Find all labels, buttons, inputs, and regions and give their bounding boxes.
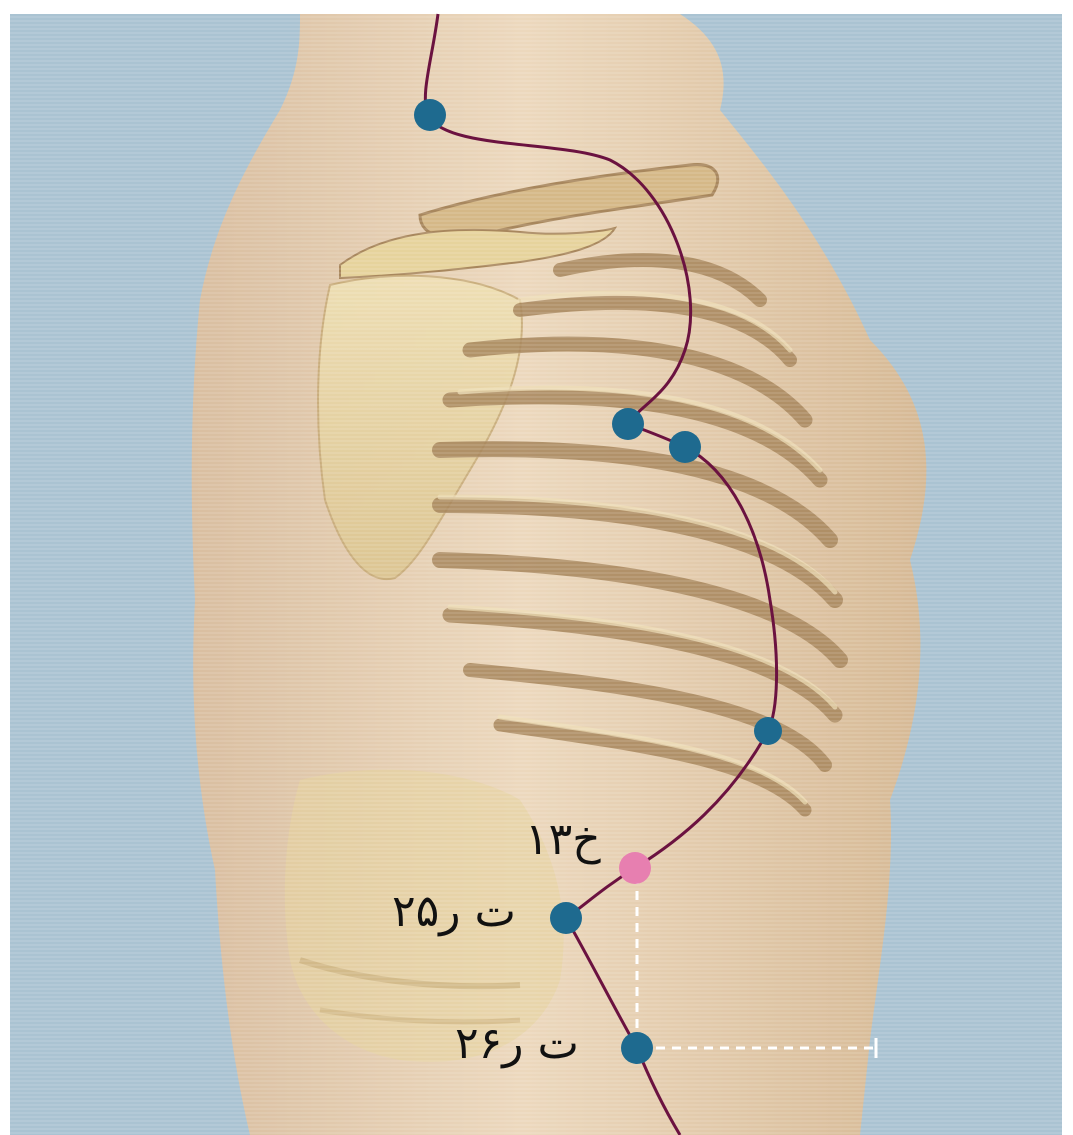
acupoint [414, 99, 446, 131]
label-point-pink: خ۱۳ [525, 818, 601, 862]
acupoint-t26 [621, 1032, 653, 1064]
acupoint [754, 717, 782, 745]
acupoint [669, 431, 701, 463]
acupoint-t25 [550, 902, 582, 934]
acupoint [612, 408, 644, 440]
label-point-t25: ت ر۲۵ [392, 890, 516, 934]
acupoint-highlight [619, 852, 651, 884]
label-point-t26: ت ر۲۶ [455, 1022, 579, 1066]
